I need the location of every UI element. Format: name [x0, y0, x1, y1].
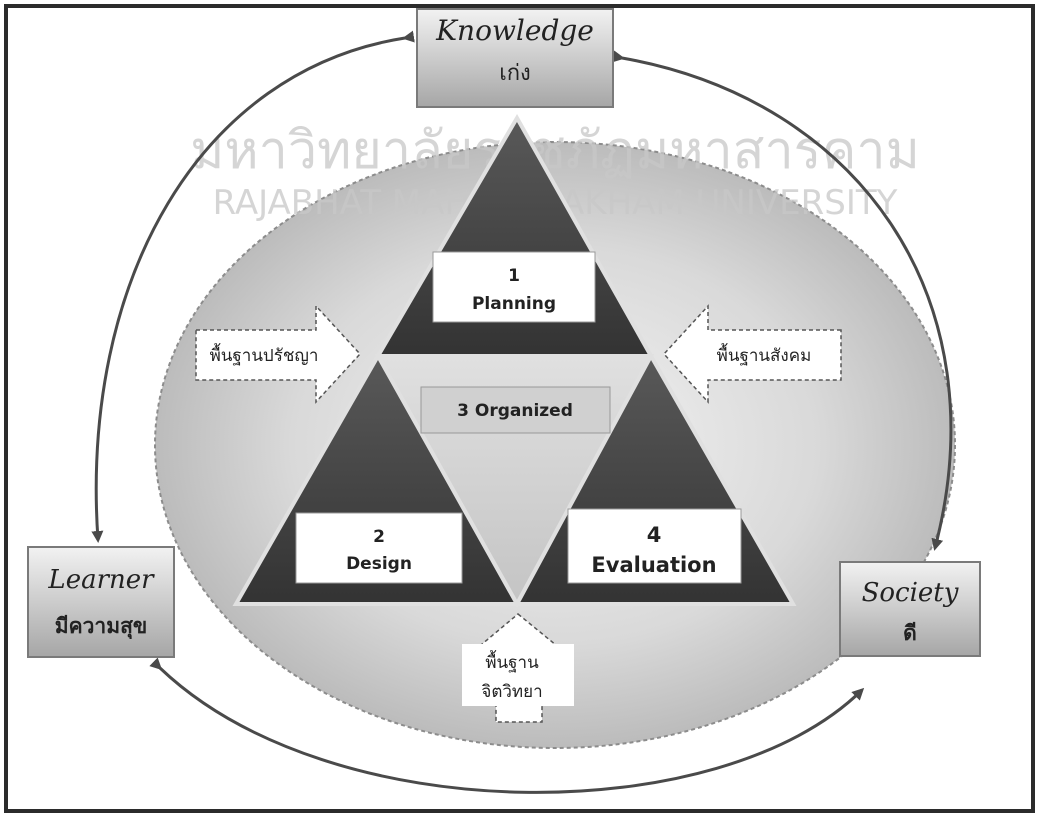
learner-box-bg	[27, 546, 175, 658]
learner-box: Learner มีความสุข	[27, 546, 175, 658]
society-box-bg	[839, 561, 981, 657]
knowledge-title: Knowledge	[435, 14, 594, 47]
philosophy-arrow-shape	[195, 304, 362, 404]
psychology-arrow: พื้นฐาน จิตวิทยา	[462, 613, 574, 723]
planning-text: Planning	[472, 294, 556, 314]
society-thai: ดี	[903, 621, 917, 645]
planning-label: 1 Planning	[432, 251, 596, 323]
knowledge-thai: เก่ง	[499, 61, 531, 86]
learner-title: Learner	[47, 565, 155, 595]
society-arrow-shape	[662, 304, 842, 404]
philosophy-arrow: พื้นฐานปรัชญา	[195, 304, 362, 404]
evaluation-number: 4	[647, 523, 662, 547]
design-text: Design	[346, 554, 412, 574]
organized-text: 3 Organized	[457, 401, 573, 421]
evaluation-label: 4 Evaluation	[567, 508, 742, 584]
organized-label-bg	[420, 386, 611, 434]
knowledge-box: Knowledge เก่ง	[416, 8, 614, 108]
society-title: Society	[862, 578, 959, 608]
cycle-arrow-knowledge-society	[612, 50, 953, 551]
psychology-arrow-text-bg	[462, 644, 574, 706]
planning-label-bg	[432, 251, 596, 323]
design-number: 2	[373, 527, 385, 547]
design-label-bg	[295, 512, 463, 584]
philosophy-arrow-text: พื้นฐานปรัชญา	[210, 343, 319, 366]
learner-thai: มีความสุข	[55, 614, 148, 640]
cycle-arrow-knowledge-learner	[91, 30, 415, 543]
evaluation-label-bg	[567, 508, 742, 584]
planning-number: 1	[508, 266, 520, 286]
psychology-arrow-text-line2: จิตวิทยา	[481, 682, 542, 702]
society-arrow-text: พื้นฐานสังคม	[717, 343, 812, 366]
society-arrow: พื้นฐานสังคม	[662, 304, 842, 404]
cycle-arrow-learner-society	[149, 657, 865, 794]
psychology-arrow-text-line1: พื้นฐาน	[485, 650, 539, 673]
organized-label: 3 Organized	[420, 386, 611, 434]
watermark-thai: มหาวิทยาลัยราชภัฏมหาสารคาม	[190, 121, 920, 181]
knowledge-box-bg	[416, 8, 614, 108]
evaluation-text: Evaluation	[591, 553, 716, 577]
design-label: 2 Design	[295, 512, 463, 584]
society-box: Society ดี	[839, 561, 981, 657]
